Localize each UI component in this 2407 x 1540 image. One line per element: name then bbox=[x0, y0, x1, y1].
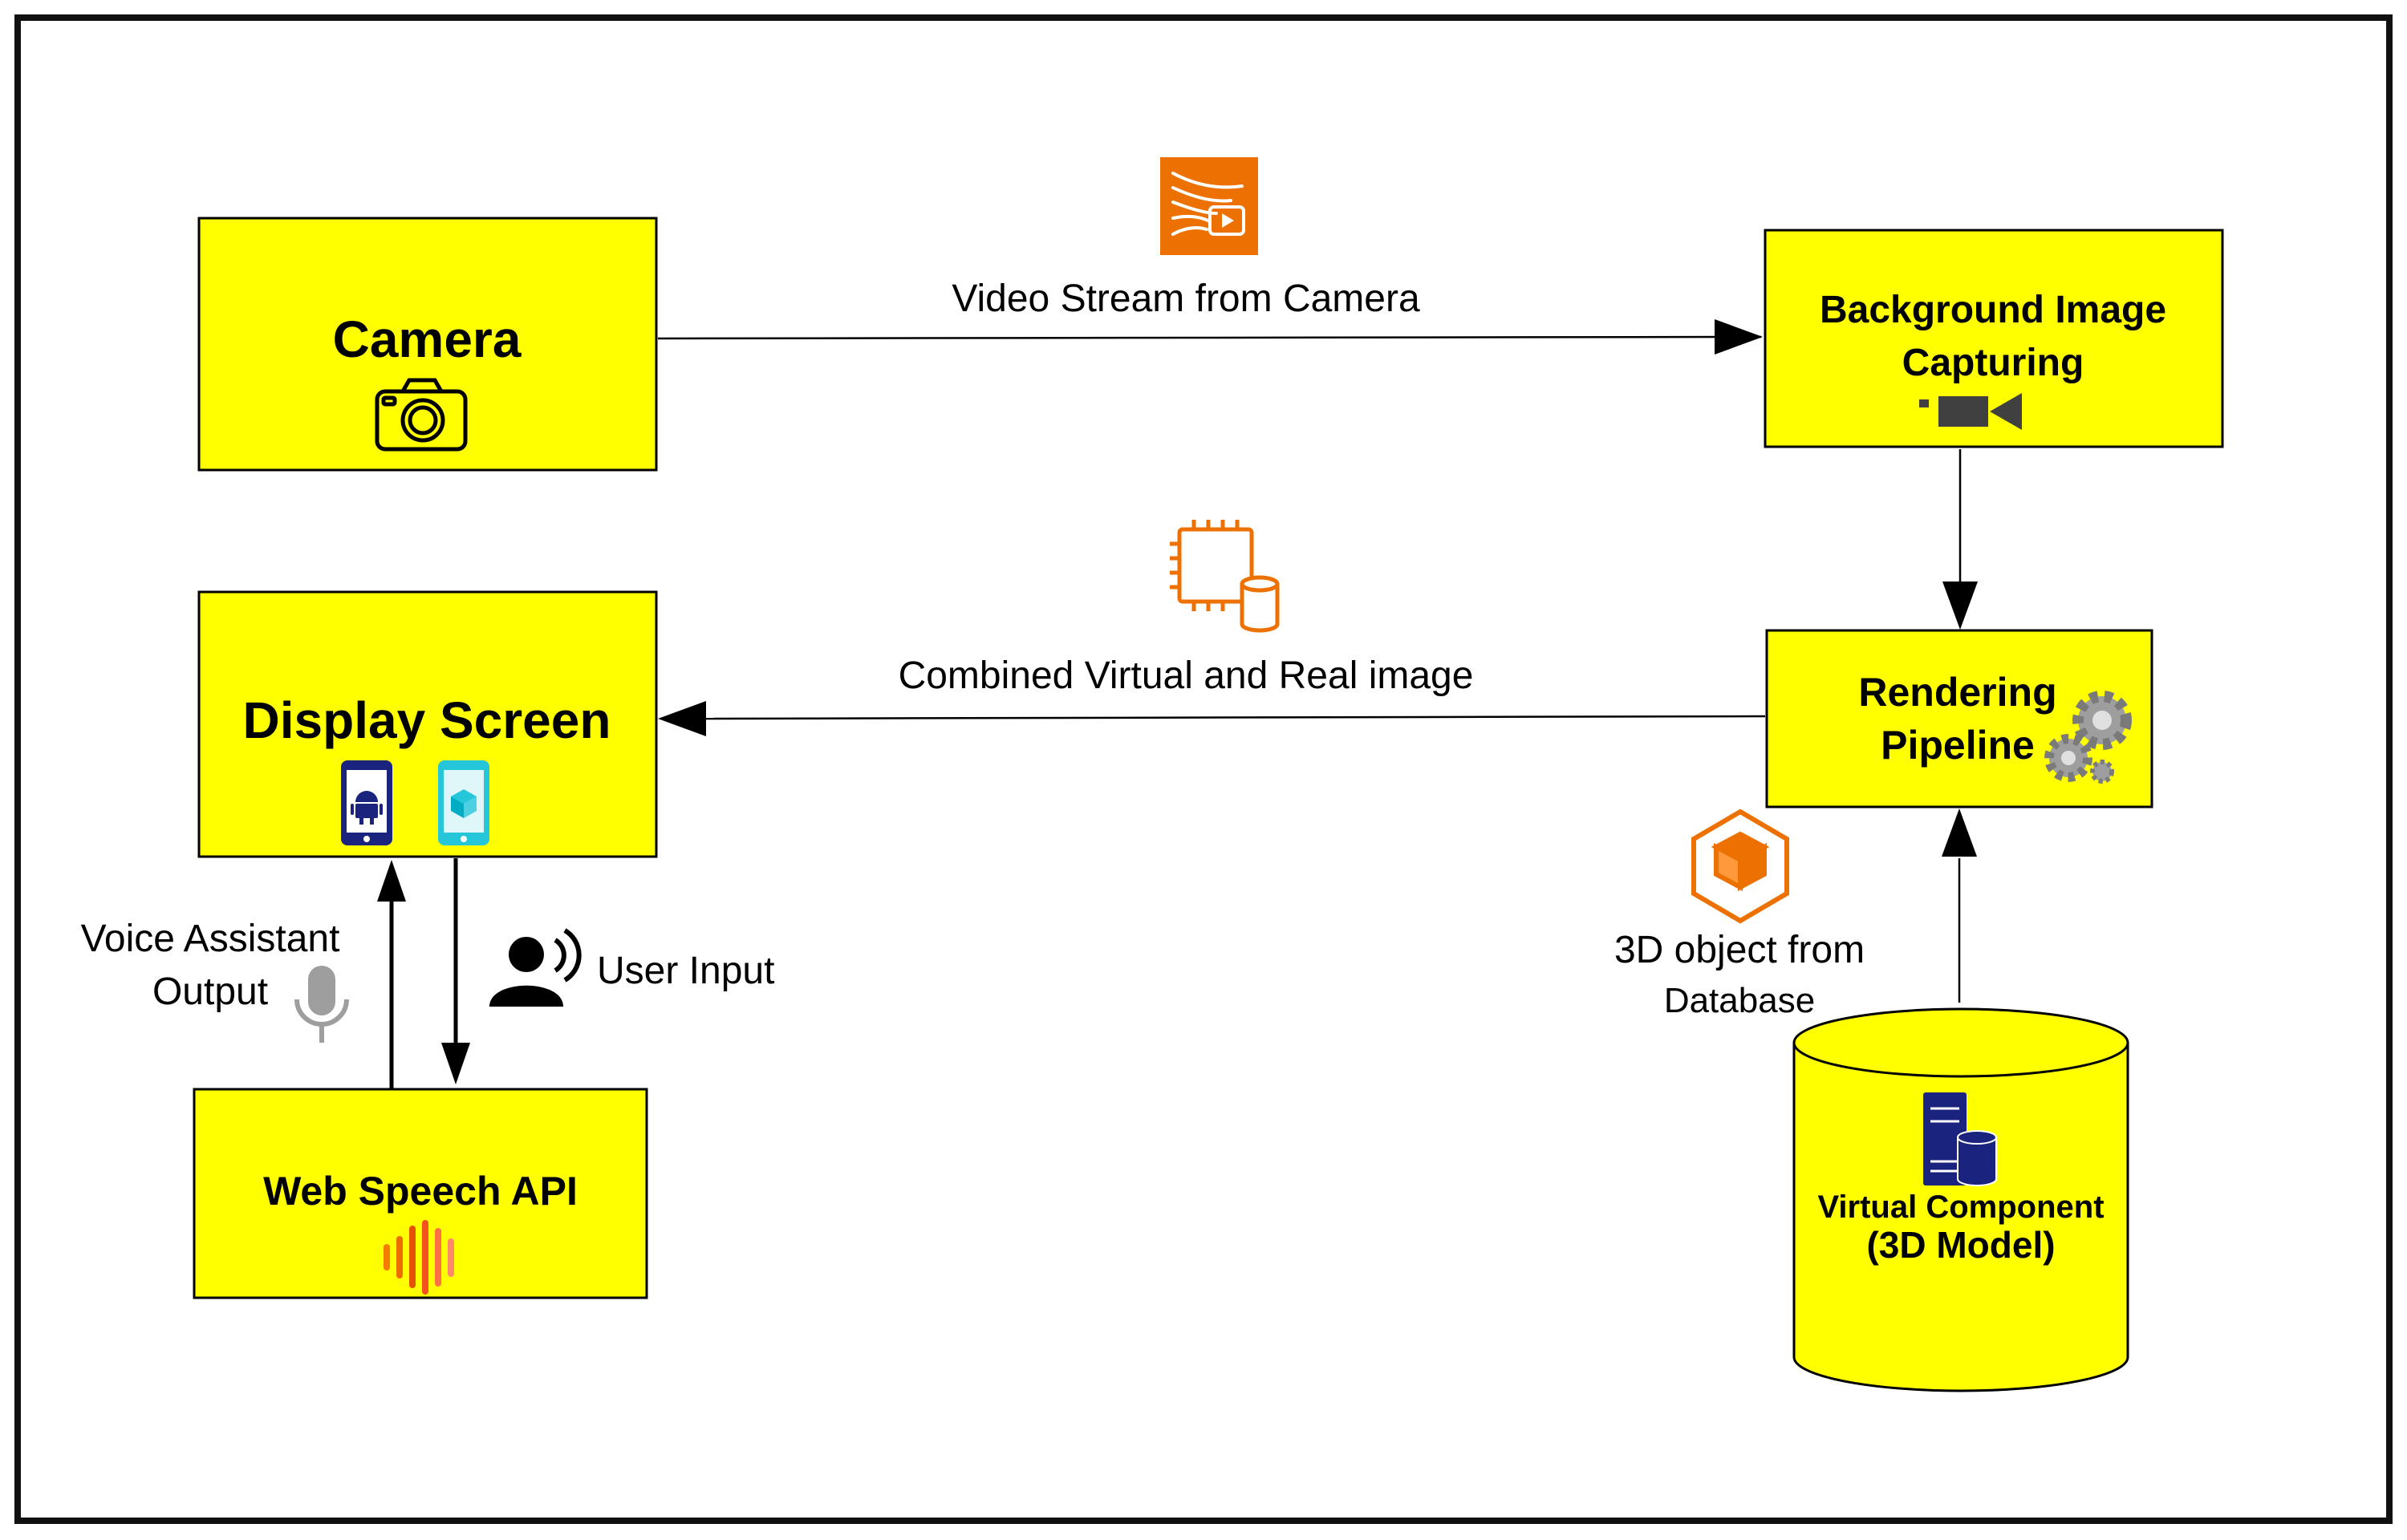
camera-label: Camera bbox=[333, 310, 522, 368]
server-database-icon bbox=[1923, 1092, 1997, 1186]
background-to-rendering-arrowhead bbox=[1942, 582, 1978, 630]
voice-output-arrowhead bbox=[377, 860, 406, 902]
microphone-icon bbox=[294, 966, 349, 1043]
database-to-rendering-arrowhead bbox=[1942, 808, 1977, 857]
speech-label: Web Speech API bbox=[263, 1169, 578, 1214]
object-db-label-line1: 3D object from bbox=[1614, 929, 1865, 971]
rendering-label-line1: Rendering bbox=[1858, 670, 2056, 715]
web-speech-api-node: Web Speech API bbox=[193, 1088, 648, 1299]
combined-image-label: Combined Virtual and Real image bbox=[899, 654, 1474, 697]
voice-output-label-line2: Output bbox=[152, 971, 268, 1013]
camera-icon bbox=[375, 378, 468, 452]
user-input-label: User Input bbox=[597, 950, 774, 992]
virtual-component-database-node: Virtual Component (3D Model) bbox=[1792, 1007, 2129, 1392]
combined-image-arrowhead bbox=[658, 701, 706, 736]
user-input-arrowhead bbox=[441, 1043, 470, 1084]
gears-icon bbox=[2044, 691, 2132, 784]
background-capturing-node: Background Image Capturing bbox=[1764, 229, 2224, 448]
chip-database-icon bbox=[1170, 520, 1280, 633]
video-camera-icon bbox=[1919, 393, 2022, 430]
object-db-label-line2: Database bbox=[1664, 981, 1815, 1020]
ar-phone-icon bbox=[438, 760, 489, 845]
soundwave-icon bbox=[384, 1220, 454, 1295]
virtual-label-line2: (3D Model) bbox=[1866, 1224, 2055, 1266]
streaming-icon bbox=[1160, 157, 1258, 255]
rendering-pipeline-node: Rendering Pipeline bbox=[1765, 629, 2153, 808]
video-stream-label: Video Stream from Camera bbox=[952, 278, 1420, 320]
background-label-line1: Background Image bbox=[1820, 289, 2166, 331]
display-screen-node: Display Screen bbox=[197, 590, 658, 858]
speaking-person-icon bbox=[489, 928, 582, 1007]
voice-output-label-line1: Voice Assistant bbox=[81, 918, 340, 960]
android-phone-icon bbox=[341, 760, 392, 845]
rendering-label-line2: Pipeline bbox=[1881, 723, 2035, 768]
virtual-label-line1: Virtual Component bbox=[1817, 1189, 2104, 1225]
display-label: Display Screen bbox=[243, 691, 611, 749]
video-stream-arrow bbox=[657, 335, 1762, 340]
background-label-line2: Capturing bbox=[1902, 342, 2084, 384]
3d-object-icon bbox=[1691, 808, 1789, 924]
combined-image-arrow bbox=[705, 715, 1766, 720]
camera-node: Camera bbox=[197, 217, 658, 472]
video-stream-arrowhead bbox=[1715, 319, 1763, 355]
